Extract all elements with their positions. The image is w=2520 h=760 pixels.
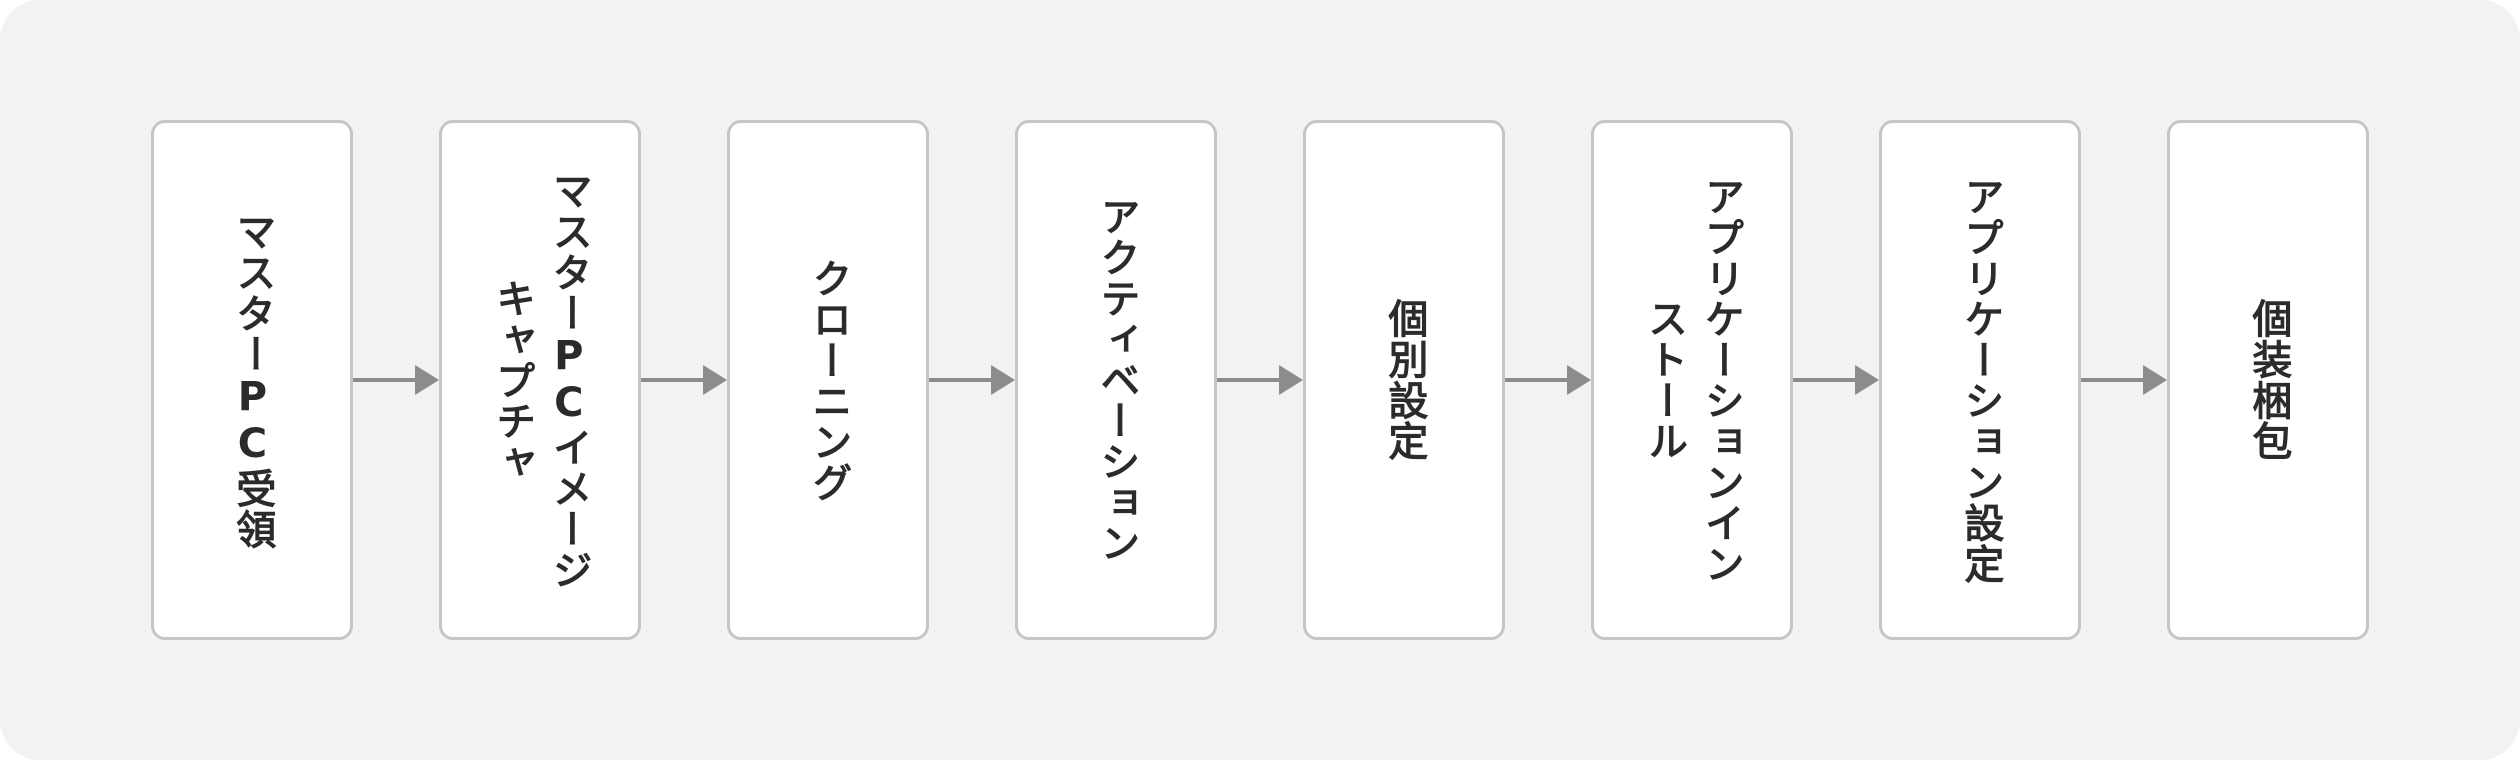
arrow-head [2143, 365, 2167, 395]
arrow-right-icon [929, 365, 1015, 395]
arrow-head [1279, 365, 1303, 395]
arrow-right-icon [1217, 365, 1303, 395]
process-node-6-label: アプリケーションインストール [1641, 176, 1744, 584]
arrow-shaft [2081, 378, 2147, 382]
arrow-right-icon [641, 365, 727, 395]
flow-connector-7 [2081, 120, 2167, 640]
arrow-shaft [353, 378, 419, 382]
process-node-2-label: マスターPCイメージキャプチャ [489, 170, 592, 590]
flow-connector-3 [929, 120, 1015, 640]
process-node-8[interactable]: 個装梱包 [2167, 120, 2369, 640]
arrow-right-icon [2081, 365, 2167, 395]
arrow-head [991, 365, 1015, 395]
arrow-head [703, 365, 727, 395]
arrow-head [1567, 365, 1591, 395]
arrow-shaft [1217, 378, 1283, 382]
process-node-4-label: アクティベーション [1093, 196, 1140, 564]
process-node-3[interactable]: クローニング [727, 120, 929, 640]
arrow-head [415, 365, 439, 395]
flow-connector-2 [641, 120, 727, 640]
arrow-shaft [929, 378, 995, 382]
flow-connector-4 [1217, 120, 1303, 640]
flow-connector-1 [353, 120, 439, 640]
process-node-7-label: アプリケーション設定 [1957, 176, 2004, 584]
process-node-3-label: クローニング [805, 257, 852, 503]
process-node-5[interactable]: 個別設定 [1303, 120, 1505, 640]
process-node-7[interactable]: アプリケーション設定 [1879, 120, 2081, 640]
process-node-5-label: 個別設定 [1381, 298, 1428, 462]
process-node-4[interactable]: アクティベーション [1015, 120, 1217, 640]
process-node-8-label: 個装梱包 [2245, 298, 2292, 462]
arrow-head [1855, 365, 1879, 395]
process-node-1-label: マスターPC受領 [229, 210, 276, 550]
arrow-right-icon [353, 365, 439, 395]
flow-connector-5 [1505, 120, 1591, 640]
arrow-right-icon [1505, 365, 1591, 395]
process-node-6[interactable]: アプリケーションインストール [1591, 120, 1793, 640]
arrow-shaft [1505, 378, 1571, 382]
process-node-1[interactable]: マスターPC受領 [151, 120, 353, 640]
process-node-2[interactable]: マスターPCイメージキャプチャ [439, 120, 641, 640]
arrow-shaft [1793, 378, 1859, 382]
arrow-right-icon [1793, 365, 1879, 395]
flow-connector-6 [1793, 120, 1879, 640]
arrow-shaft [641, 378, 707, 382]
